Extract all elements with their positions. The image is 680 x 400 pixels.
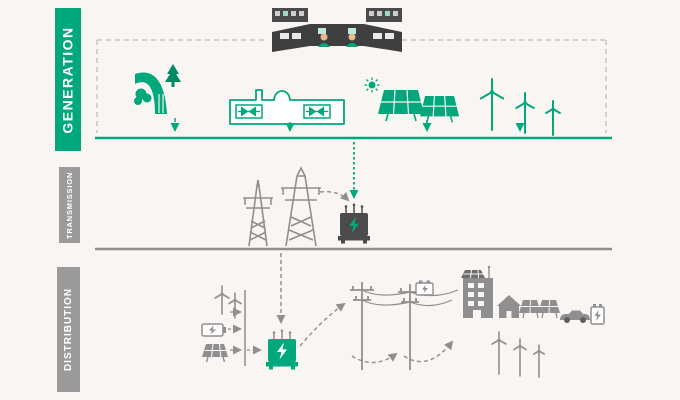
wind-turbines-icon <box>479 78 561 136</box>
sun-icon <box>364 77 380 93</box>
monitoring-dashed-box <box>96 39 607 133</box>
solar-panel-icon <box>378 89 424 122</box>
home-battery-icon <box>590 304 605 325</box>
pole-to-pole-arrow <box>351 352 398 364</box>
operator-icon <box>346 33 358 47</box>
band-label-transmission: TRANSMISSION <box>59 167 80 243</box>
band-label-generation: GENERATION <box>55 8 81 151</box>
house-icon <box>497 295 521 318</box>
turbine-icon <box>303 104 331 119</box>
wind-turbine-icon <box>491 331 507 375</box>
pole-to-buildings-arrow <box>403 340 454 363</box>
solar-panel-icon <box>420 95 460 123</box>
power-plant-icon <box>229 89 345 125</box>
operator-icon <box>318 33 330 47</box>
transformer-to-pole-arrow <box>299 302 346 347</box>
transmission-tower-large-icon <box>281 166 321 247</box>
wind-farm-icon <box>491 331 546 378</box>
small-wind-turbines-icon <box>214 285 242 319</box>
hydro-plant-icon <box>134 64 181 114</box>
solar-farm-icon <box>364 77 460 123</box>
tower-to-transformer-arrow <box>319 190 350 202</box>
step-down-transformer-icon <box>338 203 370 244</box>
control-room-icon <box>272 8 402 52</box>
pole-battery-icon <box>415 280 434 296</box>
power-lines <box>361 289 459 307</box>
pine-tree-icon <box>165 64 181 87</box>
ground-solar-panel-icon <box>202 343 228 363</box>
transmission-tower-small-icon <box>243 179 273 247</box>
apartment-with-rooftop-solar-icon <box>461 265 493 318</box>
utility-pole-icon <box>398 284 422 370</box>
battery-storage-icon <box>201 323 226 337</box>
turbine-icon <box>235 104 263 119</box>
rooftop-solar-panels-icon <box>519 299 560 319</box>
wind-turbine-icon <box>479 78 505 131</box>
wind-turbine-icon <box>513 338 527 377</box>
band-label-distribution: DISTRIBUTION <box>57 267 80 392</box>
wind-turbine-icon <box>532 344 546 378</box>
wind-turbine-icon <box>515 92 535 134</box>
wind-turbine-icon <box>545 100 561 136</box>
consumers-cluster <box>461 265 605 325</box>
distribution-transformer-icon <box>266 329 298 370</box>
electric-car-icon <box>560 310 590 323</box>
generation-feed-arrows <box>170 118 525 132</box>
